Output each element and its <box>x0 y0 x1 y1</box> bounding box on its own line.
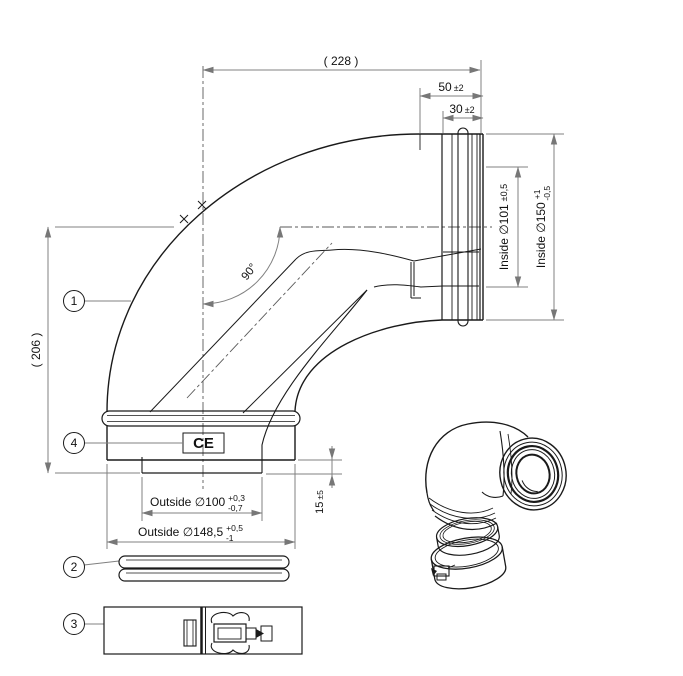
dim-label-90deg: 90° <box>240 262 260 283</box>
dim-label-15: 15±5 <box>314 490 326 514</box>
ce-mark-label: CE <box>193 435 214 452</box>
gasket-side-view <box>118 555 290 582</box>
dim-label-inside-101: Inside ∅101±0,5 <box>497 184 511 270</box>
dimension-outside-100: Outside ∅100+0,3-0,7 <box>141 477 263 521</box>
clamp-side-view <box>103 606 303 655</box>
dimension-bead-offset-30: 30±2 <box>442 102 484 133</box>
dim-label-206: ( 206 ) <box>29 333 43 368</box>
dimension-socket-depth-50: 50±2 <box>419 80 484 133</box>
balloon-3 <box>63 613 85 635</box>
tangent-mark-icon <box>179 200 207 224</box>
dimension-inside-101: Inside ∅101±0,5 <box>486 166 528 288</box>
dimension-outside-148: Outside ∅148,5+0,5-1 <box>106 464 296 549</box>
dimension-angle-90: 90° <box>202 226 284 308</box>
ce-mark: CE <box>182 432 225 454</box>
latch-bolt-arrow-icon <box>256 629 264 638</box>
balloon-2 <box>63 556 85 578</box>
bottom-bead-ring <box>101 410 301 427</box>
balloon-3-label: 3 <box>71 617 78 631</box>
dimension-overall-height-206: ( 206 ) <box>29 226 174 474</box>
dim-label-outside-148: Outside ∅148,5+0,5-1 <box>138 523 243 543</box>
part-balloons: 1 4 2 3 <box>63 290 183 635</box>
balloon-2-label: 2 <box>71 560 78 574</box>
balloon-4 <box>63 432 85 454</box>
iso-clamp-ring <box>430 536 507 590</box>
balloon-1-label: 1 <box>71 294 78 308</box>
iso-gasket-ring <box>435 517 500 556</box>
dimension-inside-150: Inside ∅150+1-0,5 <box>486 133 564 321</box>
dim-label-outside-100: Outside ∅100+0,3-0,7 <box>150 493 245 513</box>
socket-bead-ring <box>457 127 469 327</box>
dimension-protrusion-15: 15±5 <box>266 446 342 514</box>
iso-latch-detail-icon <box>431 568 437 576</box>
iso-elbow-body <box>425 421 529 531</box>
dim-label-50: 50±2 <box>438 80 463 94</box>
balloon-1 <box>63 290 85 312</box>
clamp-slot <box>183 619 197 647</box>
clamp-latch <box>210 611 273 655</box>
dim-label-228: ( 228 ) <box>324 54 359 68</box>
balloon-4-label: 4 <box>71 436 78 450</box>
iso-clamp-latch <box>431 564 456 581</box>
dim-label-inside-150: Inside ∅150+1-0,5 <box>532 186 552 268</box>
dim-label-30: 30±2 <box>449 102 474 116</box>
iso-socket-opening <box>499 437 567 511</box>
main-view-outer-shell <box>101 127 484 461</box>
isometric-view <box>425 421 567 590</box>
